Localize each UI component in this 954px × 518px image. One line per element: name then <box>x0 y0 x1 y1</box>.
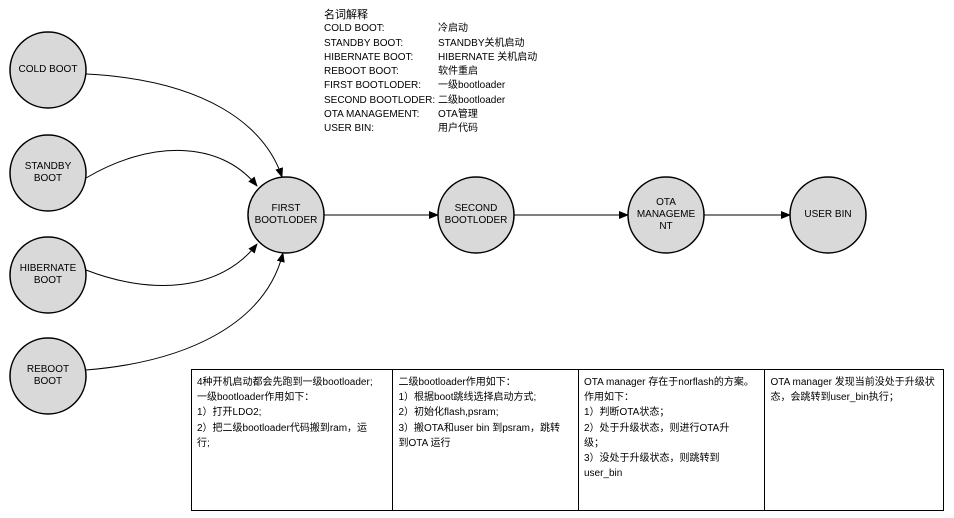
note-line: 行; <box>197 437 210 449</box>
glossary-term: USER BIN: <box>324 123 375 135</box>
note-line: 1）打开LDO2; <box>197 407 262 419</box>
note-line: 3）搬OTA和user bin 到psram，跳转 <box>398 422 560 434</box>
note-line: 4种开机启动都会先跑到一级bootloader; <box>197 377 373 388</box>
node-ota-management <box>627 176 705 254</box>
glossary-term: STANDBY BOOT: <box>324 37 404 49</box>
node-label-cold-boot: COLD BOOT <box>9 64 87 76</box>
glossary-row: OTA MANAGEMENT: OTA管理 <box>324 108 537 122</box>
glossary-row: SECOND BOOTLODER:二级bootloader <box>324 94 537 108</box>
edge-hibernate-boot-to-first-bootloder <box>85 243 258 286</box>
note-line: 1）根据boot跳线选择启动方式; <box>398 392 537 404</box>
edge-reboot-boot-to-first-bootloder <box>85 252 285 371</box>
glossary-row: STANDBY BOOT: STANDBY关机启动 <box>324 37 537 51</box>
note-line: 2）处于升级状态，则进行OTA升 <box>583 422 730 434</box>
glossary-definition: OTA管理 <box>438 109 478 121</box>
glossary-row: HIBERNATE BOOT: HIBERNATE 关机启动 <box>324 51 537 65</box>
node-label-line: COLD BOOT <box>18 64 78 75</box>
glossary-term: HIBERNATE BOOT: <box>324 51 414 63</box>
note-line: 1）判断OTA状态； <box>583 407 670 419</box>
note-cell-4: OTA manager 发现当前没处于升级状态，会跳转到user_bin执行； <box>765 370 943 510</box>
glossary-term: OTA MANAGEMENT: <box>324 109 420 121</box>
node-label-line: BOOT <box>33 376 63 387</box>
notes-table: 4种开机启动都会先跑到一级bootloader; 一级bootloader作用如下… <box>191 369 944 511</box>
node-label-line: HIBERNATE <box>19 263 77 274</box>
node-hibernate-boot <box>9 236 87 314</box>
note-line: 2）把二级bootloader代码搬到ram，运 <box>197 422 368 434</box>
node-standby-boot <box>9 134 87 212</box>
edge-cold-boot-to-first-bootloder <box>85 73 283 178</box>
note-line: 到OTA 运行 <box>398 437 451 449</box>
edge-standby-boot-to-first-bootloder <box>85 149 258 187</box>
note-line: OTA manager 发现当前没处于升级状 <box>770 377 935 388</box>
glossary-row: REBOOT BOOT: 软件重启 <box>324 65 537 79</box>
node-label-line: BOOT <box>33 275 63 286</box>
glossary-definition: 二级bootloader <box>438 94 506 106</box>
node-label-line: BOOT <box>33 173 63 184</box>
glossary-row: FIRST BOOTLODER: 一级bootloader <box>324 79 537 93</box>
glossary-definition: 一级bootloader <box>438 80 506 92</box>
note-line: 作用如下： <box>583 392 634 404</box>
node-user-bin <box>789 176 867 254</box>
node-cold-boot <box>9 31 87 109</box>
node-label-line: USER BIN <box>804 209 852 220</box>
glossary-term: SECOND BOOTLODER: <box>324 94 436 106</box>
glossary-row: USER BIN: 用户代码 <box>324 122 537 136</box>
glossary-term: REBOOT BOOT: <box>324 66 399 78</box>
note-cell-1: 4种开机启动都会先跑到一级bootloader; 一级bootloader作用如下… <box>192 370 394 510</box>
glossary-term: COLD BOOT: <box>324 23 385 35</box>
node-label-line: REBOOT <box>26 364 70 375</box>
glossary-panel: 名词解释 COLD BOOT: 冷启动 STANDBY BOOT: STANDBY关机… <box>324 8 537 137</box>
note-line: 一级bootloader作用如下： <box>197 392 315 404</box>
node-label-line: FIRST <box>271 203 301 214</box>
glossary-definition: HIBERNATE 关机启动 <box>438 51 538 63</box>
note-line: OTA manager 存在于norflash的方案。 <box>583 377 754 388</box>
note-cell-3: OTA manager 存在于norflash的方案。作用如下： 1）判断OTA状… <box>579 370 766 510</box>
node-label-line: BOOTLODER <box>444 215 508 226</box>
node-label-line: OTA <box>656 197 676 208</box>
note-line: 态，会跳转到user_bin执行； <box>770 392 899 404</box>
node-second-bootloder <box>437 176 515 254</box>
glossary-definition: STANDBY关机启动 <box>438 37 525 49</box>
node-first-bootloder <box>247 176 325 254</box>
note-line: 级； <box>583 437 604 449</box>
note-line: user_bin <box>583 468 623 480</box>
node-reboot-boot <box>9 337 87 415</box>
note-cell-2: 二级bootloader作用如下： 1）根据boot跳线选择启动方式; 2）初始化f… <box>393 370 579 510</box>
node-label-line: MANAGEME <box>636 209 696 220</box>
note-line: 二级bootloader作用如下： <box>398 377 516 388</box>
node-label-line: BOOTLODER <box>254 215 318 226</box>
node-label-user-bin: USER BIN <box>789 209 867 221</box>
note-line: 2）初始化flash,psram; <box>398 407 499 419</box>
node-label-line: STANDBY <box>24 161 72 172</box>
glossary-row: COLD BOOT: 冷启动 <box>324 22 537 36</box>
glossary-term: FIRST BOOTLODER: <box>324 80 422 92</box>
glossary-definition: 用户代码 <box>438 123 478 135</box>
node-label-line: SECOND <box>454 203 498 214</box>
node-label-line: NT <box>659 221 673 232</box>
note-line: 3）没处于升级状态，则跳转到 <box>583 453 720 465</box>
glossary-definition: 冷启动 <box>438 23 468 35</box>
glossary-title: 名词解释 <box>324 9 368 21</box>
glossary-definition: 软件重启 <box>438 66 478 78</box>
